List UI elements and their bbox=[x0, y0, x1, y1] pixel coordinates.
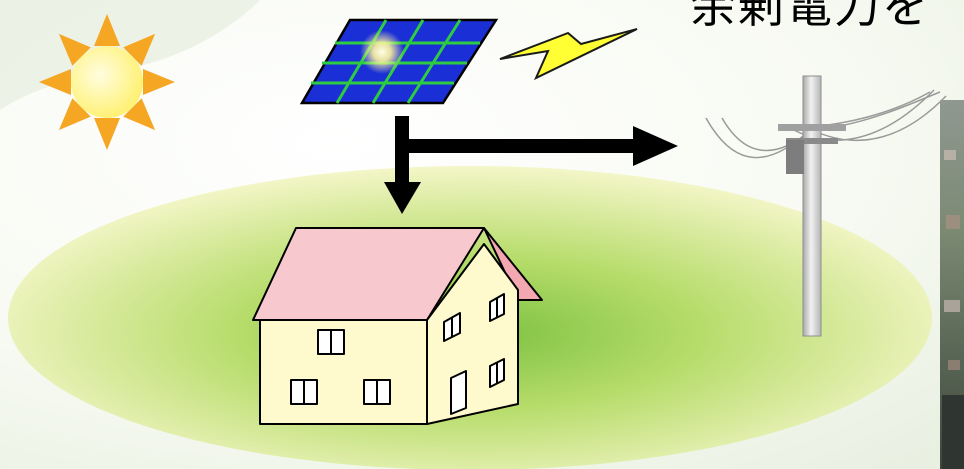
arrow-to-house-head bbox=[384, 182, 421, 214]
power-flow-arrows bbox=[384, 116, 678, 214]
town-photo bbox=[940, 100, 964, 469]
utility-pole-icon bbox=[705, 75, 947, 337]
house-icon bbox=[252, 227, 543, 425]
house-door bbox=[450, 370, 467, 415]
arrow-to-house-shaft bbox=[395, 116, 409, 186]
arrow-to-grid-shaft bbox=[409, 139, 637, 153]
arrow-to-grid-head bbox=[633, 126, 678, 166]
solar-panel-icon bbox=[299, 18, 499, 105]
lightning-bolt-icon bbox=[499, 28, 638, 81]
house-window bbox=[443, 293, 505, 388]
sun-icon bbox=[39, 14, 175, 150]
caption-text: 余剰電力を bbox=[690, 0, 930, 33]
house-window bbox=[290, 329, 391, 405]
house-roof-side bbox=[483, 227, 543, 301]
